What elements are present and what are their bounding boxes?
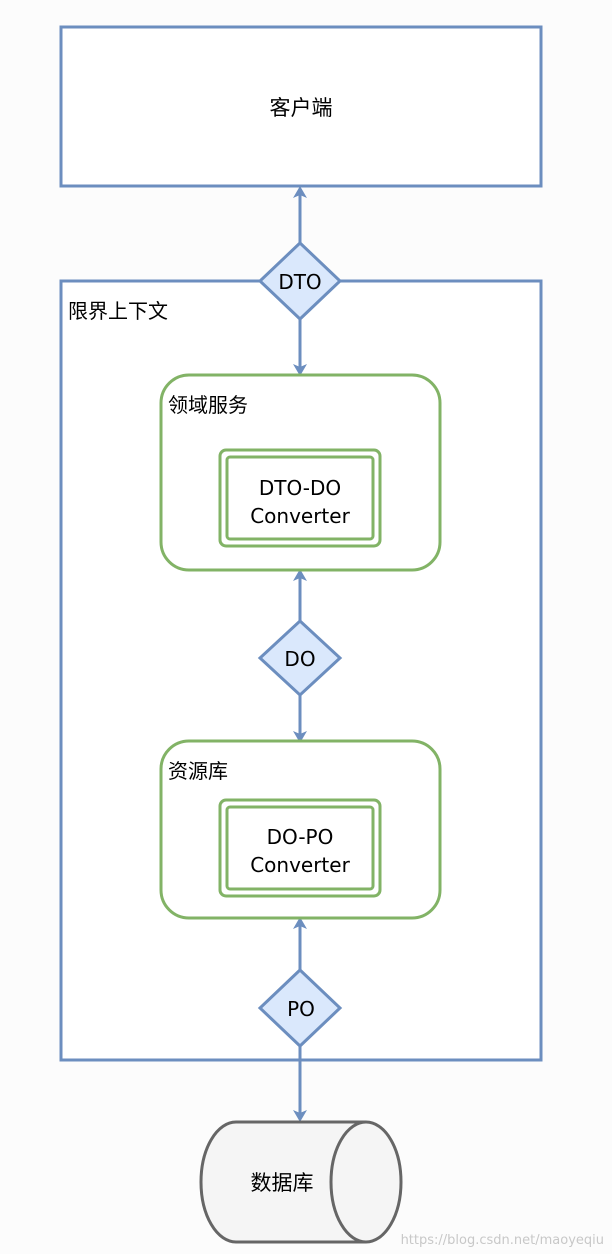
do-po-converter-line-2: Converter	[250, 853, 350, 877]
dto-label: DTO	[278, 270, 321, 294]
dto-do-converter-line-1: DTO-DO	[259, 476, 341, 500]
domain-service-label: 领域服务	[168, 393, 248, 417]
repository-box: 资源库 DO-PO Converter	[159, 739, 442, 920]
do-label: DO	[284, 647, 315, 671]
do-po-converter: DO-PO Converter	[218, 798, 382, 898]
repository-label: 资源库	[168, 759, 228, 783]
watermark: https://blog.csdn.net/maoyeqiu	[401, 1233, 604, 1248]
po-label: PO	[287, 997, 315, 1021]
domain-service-box: 领域服务 DTO-DO Converter	[159, 373, 442, 572]
do-diamond: DO	[257, 618, 343, 698]
dto-do-converter-line-2: Converter	[250, 504, 350, 528]
bounded-context-label: 限界上下文	[68, 299, 168, 323]
database-label: 数据库	[251, 1171, 314, 1195]
do-po-converter-line-1: DO-PO	[267, 825, 334, 849]
po-diamond: PO	[257, 967, 343, 1049]
database-cylinder: 数据库	[199, 1120, 403, 1244]
dto-do-converter: DTO-DO Converter	[218, 448, 382, 548]
dto-diamond: DTO	[257, 240, 343, 322]
client-box: 客户端	[59, 25, 543, 188]
client-label: 客户端	[270, 96, 333, 120]
